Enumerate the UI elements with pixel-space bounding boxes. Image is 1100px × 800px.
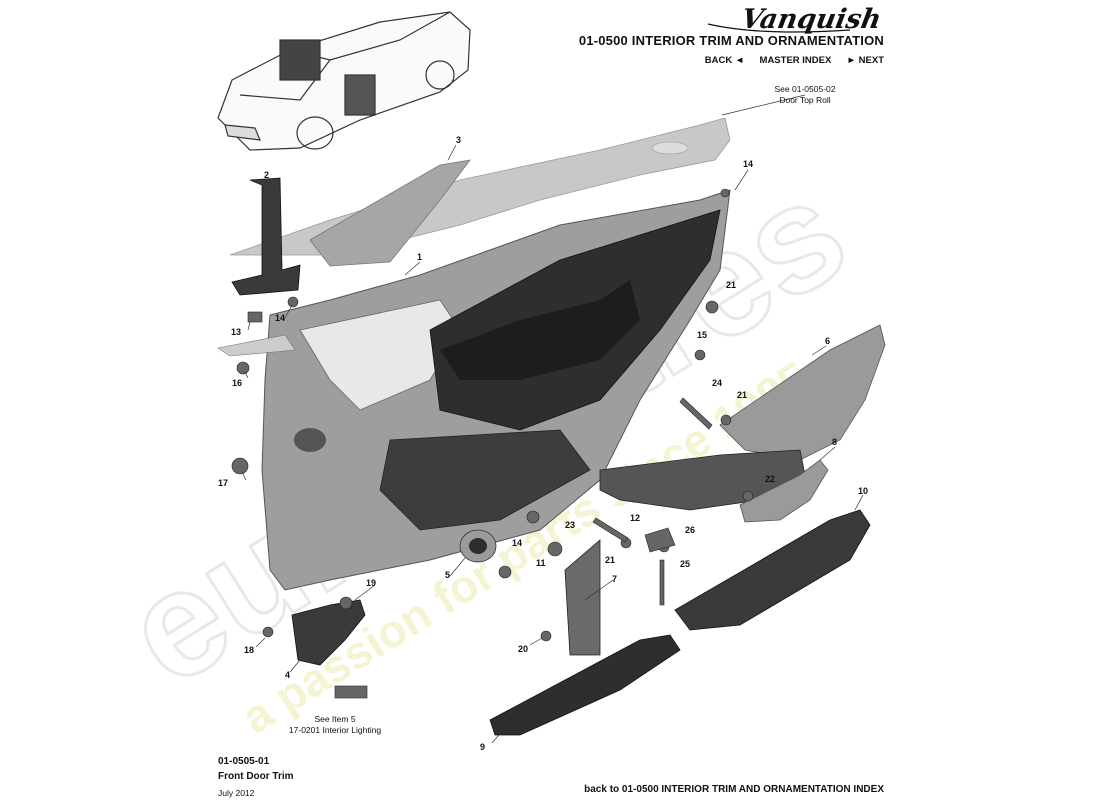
- clip-12: [644, 527, 676, 553]
- next-arrow-icon: ►: [846, 55, 857, 66]
- fastener-14b: [498, 565, 512, 579]
- back-label: BACK: [704, 55, 733, 66]
- fastener-20: [540, 630, 552, 642]
- fastener-17: [231, 457, 249, 475]
- callout-5[interactable]: 5: [445, 570, 451, 580]
- brand-wordmark: Vanquish: [739, 3, 884, 35]
- callout-10[interactable]: 10: [858, 486, 869, 496]
- callout-3[interactable]: 3: [456, 135, 462, 145]
- callout-15[interactable]: 15: [697, 330, 708, 340]
- part-door-trim-panel[interactable]: [217, 189, 731, 591]
- callout-8[interactable]: 8: [832, 437, 838, 447]
- callout-6[interactable]: 6: [825, 336, 831, 346]
- fastener-18: [262, 626, 274, 638]
- fastener-16: [236, 361, 250, 375]
- callout-19[interactable]: 19: [366, 578, 377, 588]
- reference-line: See Item 5: [314, 714, 356, 724]
- callout-2[interactable]: 2: [264, 170, 270, 180]
- back-link[interactable]: BACK ◄: [705, 55, 745, 66]
- part-lower-pad[interactable]: [291, 599, 366, 666]
- fastener-22: [742, 490, 754, 502]
- fastener-14d: [720, 188, 730, 198]
- callout-22[interactable]: 22: [765, 474, 776, 484]
- callout-21[interactable]: 21: [737, 390, 748, 400]
- bolt-25: [659, 559, 665, 606]
- callout-16[interactable]: 16: [232, 378, 243, 388]
- callout-24[interactable]: 24: [712, 378, 723, 388]
- part-pull-handle[interactable]: [739, 459, 829, 523]
- callout-12[interactable]: 12: [630, 513, 641, 523]
- callout-25[interactable]: 25: [680, 559, 691, 569]
- part-speaker-grille[interactable]: [309, 159, 471, 267]
- callout-21[interactable]: 21: [726, 280, 737, 290]
- callout-4[interactable]: 4: [285, 670, 291, 680]
- fasteners: [231, 188, 754, 642]
- fastener-14c: [287, 296, 299, 308]
- callout-7[interactable]: 7: [612, 574, 618, 584]
- part-storage-tray[interactable]: [674, 509, 871, 631]
- section-title: 01-0500 INTERIOR TRIM AND ORNAMENTATION: [578, 33, 884, 48]
- master-index-link[interactable]: MASTER INDEX: [759, 55, 832, 66]
- back-arrow-icon: ◄: [734, 55, 745, 66]
- bolt-23: [592, 517, 629, 543]
- next-label: NEXT: [858, 55, 884, 66]
- callout-13[interactable]: 13: [231, 327, 242, 337]
- next-link[interactable]: ► NEXT: [847, 55, 884, 66]
- fastener-19: [339, 596, 353, 610]
- reference-line: 17-0201 Interior Lighting: [288, 725, 382, 735]
- reference-line: See 01-0505-02: [774, 84, 836, 94]
- callout-14[interactable]: 14: [512, 538, 523, 548]
- bolt-24: [679, 397, 713, 430]
- callout-11[interactable]: 11: [536, 558, 546, 568]
- navigation-bar: BACK ◄ MASTER INDEX ► NEXT: [600, 55, 884, 66]
- fastener-11: [547, 541, 563, 557]
- callout-23[interactable]: 23: [565, 520, 576, 530]
- fastener-14a: [526, 510, 540, 524]
- fastener-21b: [705, 300, 719, 314]
- callout-17[interactable]: 17: [218, 478, 229, 488]
- fastener-21c: [720, 414, 732, 426]
- reference-line: Door Top Roll: [779, 95, 831, 105]
- part-speaker-ring[interactable]: [459, 529, 497, 563]
- part-l-insulation[interactable]: [231, 177, 301, 296]
- reference-interior-lighting[interactable]: See Item 5 17-0201 Interior Lighting: [265, 714, 405, 736]
- car-thumbnail[interactable]: [217, 11, 471, 151]
- part-courtesy-lamp[interactable]: [334, 685, 368, 699]
- leader-lines: [241, 94, 864, 744]
- callout-20[interactable]: 20: [518, 644, 529, 654]
- callout-14[interactable]: 14: [743, 159, 754, 169]
- callout-18[interactable]: 18: [244, 645, 255, 655]
- diagram-date: July 2012: [218, 788, 255, 798]
- reference-door-top-roll[interactable]: See 01-0505-02 Door Top Roll: [760, 84, 850, 106]
- callout-26[interactable]: 26: [685, 525, 696, 535]
- back-to-index-link[interactable]: back to 01-0500 INTERIOR TRIM AND ORNAME…: [584, 784, 884, 795]
- diagram-name: Front Door Trim: [218, 771, 294, 782]
- callout-1[interactable]: 1: [417, 252, 423, 262]
- diagram-code: 01-0505-01: [218, 756, 270, 767]
- vanquish-logo: Vanquish: [707, 3, 884, 35]
- callout-21[interactable]: 21: [605, 555, 616, 565]
- callout-14[interactable]: 14: [275, 313, 286, 323]
- callout-9[interactable]: 9: [480, 742, 486, 752]
- clip-13: [247, 311, 263, 323]
- part-bracket[interactable]: [564, 539, 601, 656]
- fastener-15: [694, 349, 706, 361]
